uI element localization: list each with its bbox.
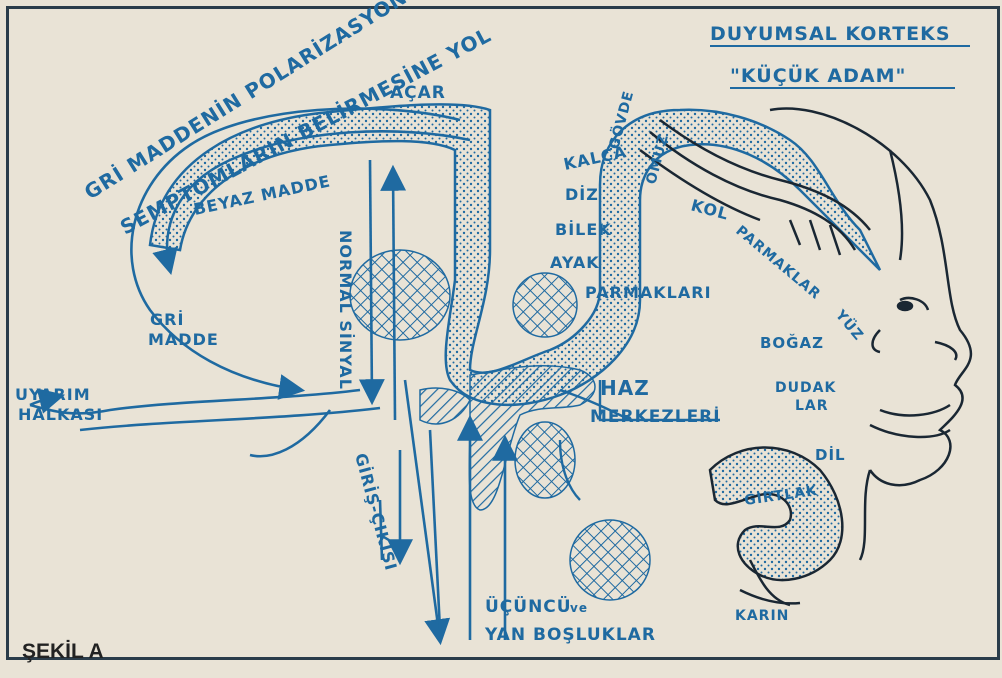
title-line-2: "KÜÇÜK ADAM"	[730, 63, 906, 87]
lips-label-2: LAR	[795, 398, 829, 414]
ankle-label: BİLEK	[555, 220, 612, 239]
throat-gut	[710, 448, 842, 606]
input-output-label: GİRİŞ-ÇIKISI	[351, 451, 401, 573]
ventricles-label: YAN BOŞLUKLAR	[484, 625, 656, 645]
arm-label: KOL	[689, 196, 731, 224]
grey-label-2: MADDE	[148, 330, 219, 349]
pleasure-label-1: HAZ	[600, 376, 650, 400]
stimulus-label-2: HALKASI	[18, 405, 103, 424]
tongue-label: DİL	[815, 445, 846, 464]
third-label: ÜÇÜNCÜ	[485, 595, 572, 617]
lips-label-1: DUDAK	[775, 380, 836, 396]
knee-label: DİZ	[565, 185, 599, 204]
figure-caption: ŞEKİL A	[22, 640, 104, 664]
fingers-label: PARMAKLAR	[732, 223, 823, 303]
grey-label-1: GRİ	[150, 310, 184, 329]
acar-label: AÇAR	[390, 83, 446, 103]
face-label: YÜZ	[831, 305, 868, 344]
normal-signal-label: NORMAL SİNYAL	[336, 230, 355, 390]
pleasure-label-2: MERKEZLERİ	[590, 405, 721, 427]
title-line-1: DUYUMSAL KORTEKS	[710, 23, 951, 45]
stimulus-label-1: UYARIM	[15, 385, 91, 404]
toes-label: PARMAKLARI	[585, 283, 712, 302]
and-label: ve	[570, 601, 588, 615]
abdomen-label: KARIN	[735, 608, 789, 624]
throat-label: BOĞAZ	[760, 333, 824, 352]
foot-label: AYAK	[550, 253, 600, 272]
